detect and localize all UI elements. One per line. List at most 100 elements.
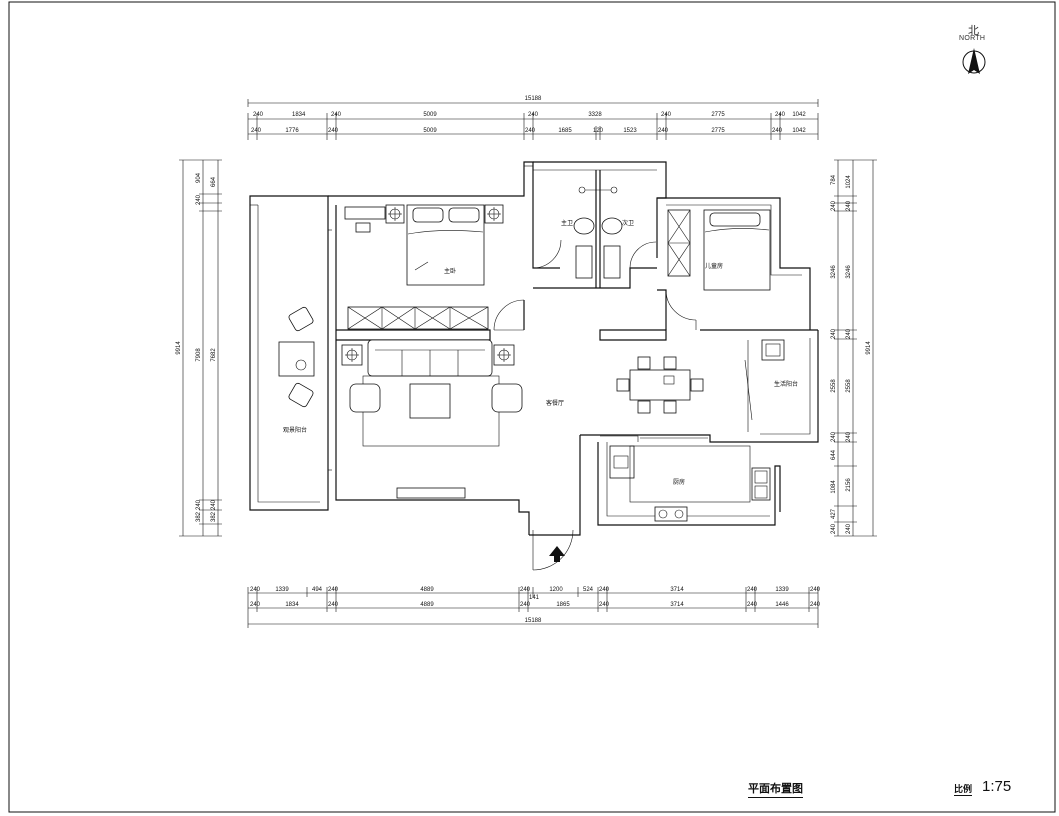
dim-top-r2-1: 1776 <box>285 128 299 134</box>
dim-top-r2-0: 240 <box>251 128 262 134</box>
dim-top-r2-4: 240 <box>525 128 536 134</box>
pillow-right <box>448 207 480 223</box>
north-indicator: 北 NORTH <box>955 22 995 82</box>
dim-right-c1-3: 240 <box>831 328 837 339</box>
kitchen-island <box>629 445 751 503</box>
dim-top-r2-11: 1042 <box>792 128 806 134</box>
armchair-right <box>491 383 523 413</box>
living-room-furniture: 客餐厅 <box>341 339 564 499</box>
room-label-master-bedroom: 主卧 <box>444 267 456 275</box>
dim-right-c2-0: 1024 <box>846 175 852 189</box>
dining-furniture <box>616 356 704 414</box>
north-label-en: NORTH <box>959 35 986 42</box>
dim-top-r2-9: 2775 <box>711 128 725 134</box>
sheet-title: 平面布置图 <box>748 780 803 798</box>
dim-top-r1-6: 240 <box>661 112 672 118</box>
dim-bot-r2-2: 240 <box>328 602 339 608</box>
dim-right-c2-3: 240 <box>846 328 852 339</box>
dim-top-r1-7: 2775 <box>711 112 725 118</box>
room-label-bath-left: 主卫 <box>561 219 573 227</box>
top-dimensions: 15188 240 1834 240 5009 240 3328 240 277… <box>247 96 819 140</box>
dim-bot-r2-0: 240 <box>250 602 261 608</box>
dim-bot-r1-13: 240 <box>810 587 821 593</box>
wardrobe <box>347 306 489 330</box>
dim-bot-r2-6: 240 <box>599 602 610 608</box>
dim-bot-total: 15188 <box>525 618 542 624</box>
scale-label: 比例 <box>954 782 973 796</box>
dim-left-bot-0: 240 <box>196 499 202 510</box>
dim-top-r2-10: 240 <box>772 128 783 134</box>
refrigerator <box>609 445 635 479</box>
toilet-left <box>573 217 595 235</box>
dim-left-top-0: 904 <box>196 172 202 183</box>
stool <box>355 222 371 233</box>
dim-bot-r2-1: 1834 <box>285 602 299 608</box>
tea-table <box>278 341 315 377</box>
left-dimensions: 9914 7908 7682 904 664 240 240 382 240 3… <box>176 159 222 537</box>
sink <box>751 467 771 501</box>
dim-top-r1-1: 1834 <box>292 112 306 118</box>
master-bedroom-furniture: 主卧 <box>344 204 504 330</box>
dim-right-c1-0: 784 <box>831 174 837 185</box>
dim-top-r2-3: 5009 <box>423 128 437 134</box>
dresser <box>344 206 386 220</box>
title-block: 平面布置图 比例 1:75 <box>748 778 1048 800</box>
dim-top-r1-8: 240 <box>775 112 786 118</box>
dim-top-r2-2: 240 <box>328 128 339 134</box>
dim-right-c1-5: 240 <box>831 431 837 442</box>
room-label-west-balcony: 观景阳台 <box>283 426 307 434</box>
dim-bot-r1-1: 1339 <box>275 587 289 593</box>
dim-bot-r2-3: 4889 <box>420 602 434 608</box>
dim-top-r2-6: 120 <box>593 128 604 134</box>
north-label-cn: 北 <box>968 24 979 37</box>
dim-left-bot-2: 240 <box>211 499 217 510</box>
tv-cabinet <box>396 487 466 499</box>
room-label-guest-bedroom: 儿童房 <box>705 262 723 270</box>
scale-value: 1:75 <box>982 778 1012 795</box>
room-label-kitchen: 厨房 <box>673 478 685 486</box>
entry-arrow-icon <box>549 546 565 562</box>
lounge-chair-top <box>288 306 314 332</box>
dim-bot-r2-5: 1865 <box>556 602 570 608</box>
dim-right-total: 9914 <box>866 341 872 355</box>
dining-chair-3 <box>637 400 651 414</box>
toilet-right <box>601 217 623 235</box>
dim-left-mid-1: 7682 <box>211 348 217 362</box>
shower-tray-left <box>575 245 593 279</box>
dim-right-c1-9: 240 <box>831 523 837 534</box>
dim-left-top-2: 240 <box>196 194 202 205</box>
dim-right-c2-6: 2156 <box>846 478 852 492</box>
doors <box>493 239 753 571</box>
dim-right-c1-7: 1084 <box>831 480 837 494</box>
dim-bot-r2-7: 3714 <box>670 602 684 608</box>
pillow-left <box>412 207 444 223</box>
dim-top-r1-2: 240 <box>331 112 342 118</box>
dim-bot-r2-8: 240 <box>747 602 758 608</box>
cooktop <box>654 506 688 522</box>
east-balcony-furniture: 生活阳台 <box>761 339 798 388</box>
dim-right-c1-2: 3246 <box>831 265 837 279</box>
bottom-dimensions: 240 1339 494 240 4889 240 141 1200 524 2… <box>247 587 821 628</box>
dim-bot-r1-9: 240 <box>599 587 610 593</box>
dim-top-r2-5: 1685 <box>558 128 572 134</box>
dining-chair-1 <box>637 356 651 370</box>
guest-bedroom-furniture: 儿童房 <box>667 209 771 291</box>
right-dimensions: 9914 784 240 3246 240 2558 240 644 1084 … <box>831 159 877 537</box>
dim-top-r1-5: 3328 <box>588 112 602 118</box>
dim-right-c1-4: 2558 <box>831 379 837 393</box>
dim-right-c1-1: 240 <box>831 200 837 211</box>
west-balcony-furniture: 观景阳台 <box>278 306 315 434</box>
dim-bot-r1-12: 1339 <box>775 587 789 593</box>
dim-bot-r1-7: 1200 <box>549 587 563 593</box>
dining-chair-2 <box>663 356 677 370</box>
dining-chair-6 <box>690 378 704 392</box>
dim-right-c2-4: 2558 <box>846 379 852 393</box>
armchair-left <box>349 383 381 413</box>
dim-right-c2-7: 240 <box>846 523 852 534</box>
room-label-living-dining: 客餐厅 <box>546 399 564 407</box>
dim-top-r1-9: 1042 <box>792 112 806 118</box>
dim-right-c1-8: 427 <box>831 508 837 519</box>
dim-bot-r1-10: 3714 <box>670 587 684 593</box>
dim-bot-r1-2: 494 <box>312 587 323 593</box>
